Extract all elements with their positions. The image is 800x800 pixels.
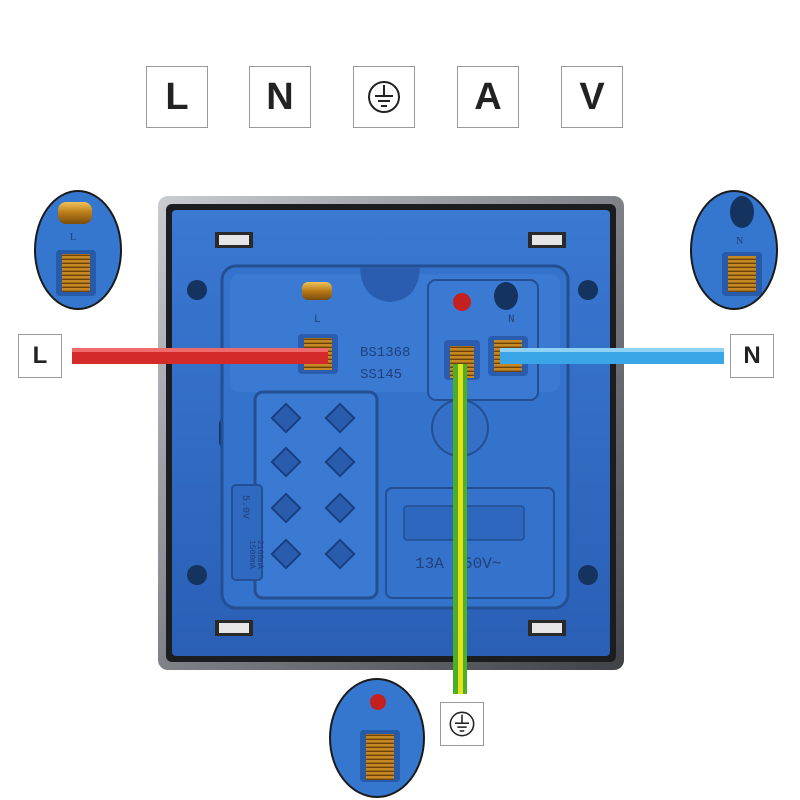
svg-text:L: L (70, 232, 76, 243)
marking-bs1368: BS1368 (360, 345, 410, 361)
wire-tag-live-label: L (32, 342, 48, 369)
legend-neutral-label: N (266, 75, 294, 118)
zoom-live-terminal: L (34, 190, 122, 310)
legend-voltmeter: V (561, 66, 623, 128)
legend-ammeter-label: A (474, 75, 502, 118)
earth-icon (368, 81, 400, 113)
wire-tag-earth (440, 702, 484, 746)
earth-icon (449, 711, 475, 737)
zoom-earth-terminal (329, 678, 425, 798)
marking-ss145: SS145 (360, 367, 402, 383)
legend-earth (353, 66, 415, 128)
mounting-clips (215, 232, 566, 636)
legend-live-label: L (165, 75, 189, 118)
live-wire (72, 348, 328, 364)
neutral-wire (500, 348, 724, 364)
usb-module (231, 390, 379, 600)
terminal-label-neutral: N (508, 314, 515, 326)
legend-neutral: N (249, 66, 311, 128)
wire-tag-live: L (18, 334, 62, 378)
zoom-neutral-terminal: N (690, 190, 778, 310)
legend-live: L (146, 66, 208, 128)
legend-voltmeter-label: V (579, 75, 605, 118)
earth-wire (453, 364, 467, 694)
marking-usb-current-2: 2100mA (255, 540, 264, 569)
terminal-live-top (302, 282, 332, 300)
legend-ammeter: A (457, 66, 519, 128)
wire-tag-neutral-label: N (743, 342, 761, 369)
svg-text:N: N (736, 236, 743, 247)
wire-tag-neutral: N (730, 334, 774, 378)
marking-usb-current-1: 1500mA (247, 540, 256, 569)
terminal-earth (444, 293, 480, 380)
terminal-label-live: L (314, 314, 321, 326)
marking-usb-voltage: 5.0V (239, 495, 250, 519)
